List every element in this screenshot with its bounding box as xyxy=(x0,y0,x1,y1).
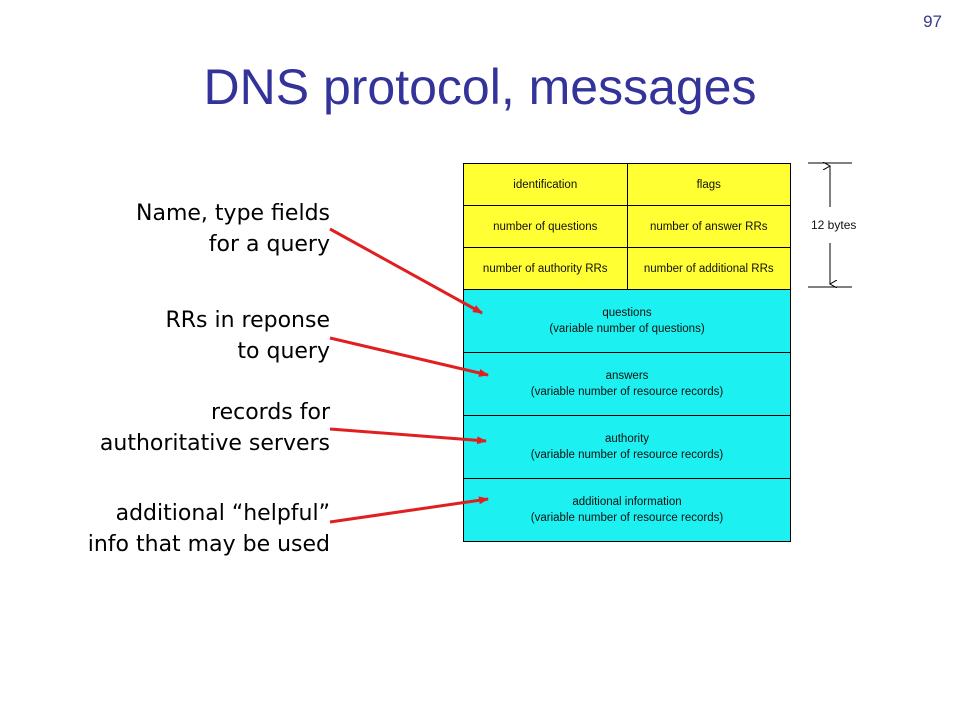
section-additional-name: additional information xyxy=(572,496,682,508)
section-additional: additional information (variable number … xyxy=(464,479,790,541)
field-flags: flags xyxy=(626,164,791,205)
field-num-authority-rrs: number of authority RRs xyxy=(482,262,608,275)
section-questions-detail: (variable number of questions) xyxy=(549,323,705,335)
section-answers-detail: (variable number of resource records) xyxy=(530,386,724,398)
label-query-fields: Name, type fields for a query xyxy=(136,201,330,257)
section-answers-name: answers xyxy=(605,370,649,382)
arrow-to-additional xyxy=(329,496,489,524)
slide-number: 97 xyxy=(923,12,942,31)
section-additional-detail: (variable number of resource records) xyxy=(530,512,724,524)
arrow-to-questions xyxy=(329,227,483,315)
header-row-1: identification flags xyxy=(464,164,790,206)
field-num-additional-rrs: number of additional RRs xyxy=(626,248,791,289)
header-size-label: 12 bytes xyxy=(811,218,857,232)
field-num-questions: number of questions xyxy=(493,220,598,233)
section-authority: authority (variable number of resource r… xyxy=(464,416,790,479)
label-authoritative-records: records for authoritative servers xyxy=(99,400,330,456)
field-num-answer-rrs: number of answer RRs xyxy=(626,206,791,247)
field-identification: identification xyxy=(513,178,578,191)
label-additional-info: additional “helpful” info that may be us… xyxy=(87,501,330,557)
arrow-to-authority xyxy=(329,427,487,445)
section-questions: questions (variable number of questions) xyxy=(464,290,790,353)
section-answers: answers (variable number of resource rec… xyxy=(464,353,790,416)
arrow-to-answers xyxy=(329,336,489,377)
section-authority-name: authority xyxy=(604,433,650,445)
header-row-3: number of authority RRs number of additi… xyxy=(464,248,790,290)
label-response-rrs: RRs in reponse to query xyxy=(165,308,330,364)
section-authority-detail: (variable number of resource records) xyxy=(530,449,724,461)
header-row-2: number of questions number of answer RRs xyxy=(464,206,790,248)
slide-title: DNS protocol, messages xyxy=(203,59,757,115)
dns-message-format: identification flags number of questions… xyxy=(463,163,791,542)
header-size-bracket xyxy=(808,163,852,287)
section-questions-name: questions xyxy=(602,307,652,319)
